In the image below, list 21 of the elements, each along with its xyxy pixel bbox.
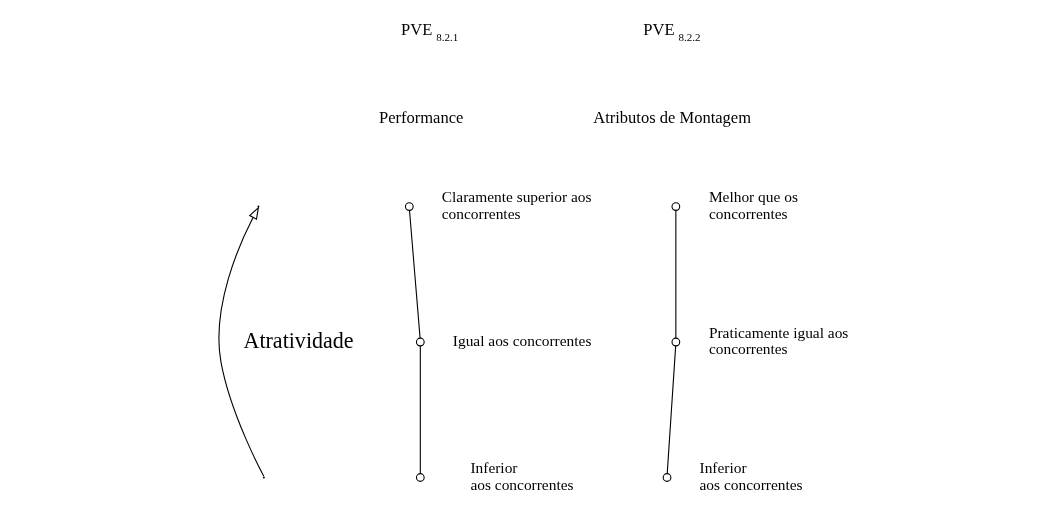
node-label: Igual aos concorrentes — [452, 332, 591, 350]
node-label: Inferior aos concorrentes — [469, 459, 574, 493]
node-circle — [415, 337, 425, 347]
label: PVE $_{8.2.1}$ — [400, 20, 458, 44]
label: Performance — [378, 108, 463, 128]
node-label: Inferior aos concorrentes — [699, 459, 803, 493]
node-circle — [415, 473, 425, 482]
label: Atributos de Montagem — [592, 108, 751, 128]
node-circle — [404, 202, 414, 211]
connector — [419, 345, 421, 475]
connector — [666, 345, 676, 475]
node-label: Praticamente igual aos concorrentes — [708, 323, 848, 358]
node-label: Claramente superior aos concorrentes — [441, 188, 592, 222]
connector — [408, 209, 421, 339]
node-label: Melhor que os concorrentes — [708, 188, 798, 222]
label: Atratividade — [243, 327, 354, 353]
connector — [674, 209, 676, 339]
node-circle — [662, 473, 671, 482]
label: PVE $_{8.2.2}$ — [642, 20, 701, 44]
node-circle — [670, 337, 680, 347]
node-circle — [670, 202, 680, 211]
